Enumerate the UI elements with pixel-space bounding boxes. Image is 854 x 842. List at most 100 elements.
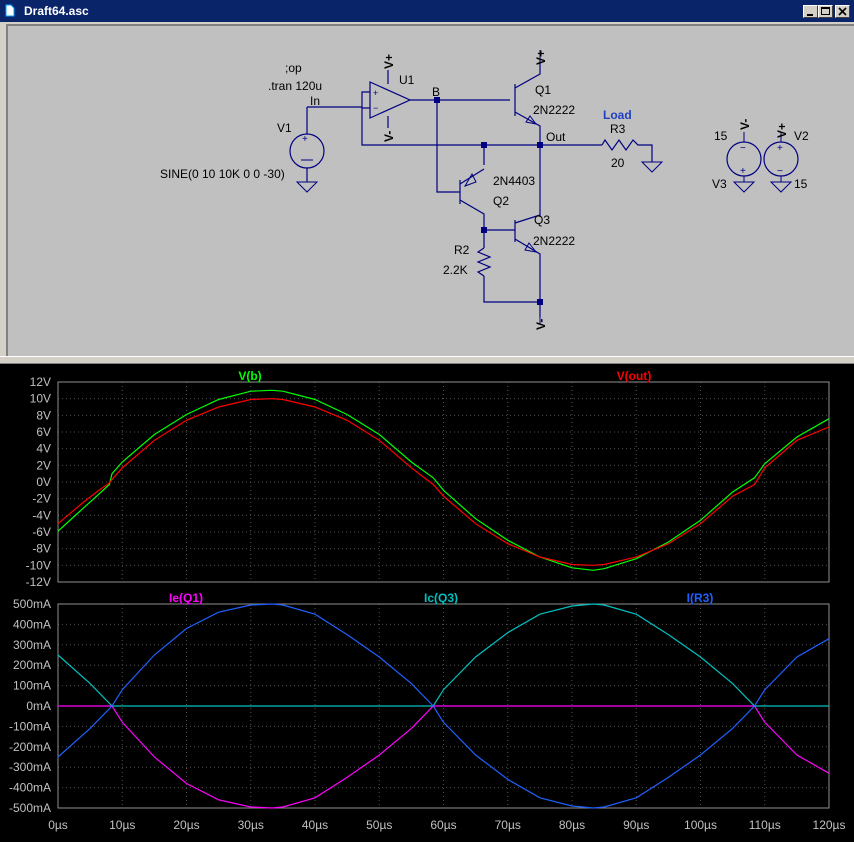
minimize-icon [807,14,813,16]
q1-vplus-label: V+ [534,50,548,65]
q3-vminus-label: V- [534,319,548,330]
y-tick-label: -8V [32,542,51,556]
opamp-vplus-label: V+ [382,54,396,69]
y-tick-label: 2V [36,458,51,472]
y-tick-label: 200mA [13,658,51,672]
minimize-button[interactable] [803,5,818,18]
plot-frame [57,381,830,583]
y-tick-label: 0mA [26,699,51,713]
y-tick-label: -400mA [9,781,51,795]
voltage-source-v1[interactable]: + [289,133,325,169]
x-tick-label: 40µs [302,818,328,832]
y-tick-label: -200mA [9,740,51,754]
pane-splitter[interactable] [0,356,854,364]
ground-icon [732,181,756,193]
x-tick-label: 0µs [48,818,68,832]
r2-name: R2 [454,243,470,257]
legend-label: Ie(Q1) [169,591,203,605]
y-tick-label: -300mA [9,760,51,774]
net-label-b: B [432,85,440,99]
y-tick-label: -12V [26,575,51,589]
y-tick-label: 6V [36,425,51,439]
x-tick-label: 120µs [813,818,846,832]
y-tick-label: 0V [36,475,51,489]
legend-label: I(R3) [687,591,714,605]
v1-name: V1 [277,121,292,135]
voltage-source-v2[interactable]: + − [763,132,799,193]
y-tick-label: -100mA [9,719,51,733]
window-title-bar[interactable]: Draft64.asc [0,0,854,22]
opamp-u1[interactable] [369,81,412,119]
q3-model: 2N2222 [533,234,575,248]
q1-model: 2N2222 [533,103,575,117]
q2-name: Q2 [493,194,509,208]
net-label-load: Load [603,108,632,122]
legend-label: V(b) [238,369,261,383]
waveform-canvas[interactable]: 12V 10V 8V 6V 4V 2V 0V -2V -4V -6V -8V -10V -12V V(b)… [0,364,854,842]
close-icon [838,7,847,16]
ground-icon [769,181,793,193]
x-tick-label: 50µs [366,818,392,832]
x-tick-label: 90µs [623,818,649,832]
x-tick-label: 60µs [430,818,456,832]
x-tick-label: 70µs [495,818,521,832]
svg-text:+: + [373,88,378,98]
y-tick-label: 100mA [13,679,51,693]
y-tick-label: -6V [32,525,51,539]
y-tick-label: -500mA [9,801,51,815]
maximize-button[interactable] [818,5,833,18]
y-tick-label: 8V [36,408,51,422]
y-tick-label: 300mA [13,638,51,652]
y-tick-label: 12V [30,375,51,389]
net-label-out: Out [546,130,566,144]
document-icon [5,4,15,17]
y-tick-label: -10V [26,558,51,572]
q3-name: Q3 [534,213,550,227]
u1-name: U1 [399,73,415,87]
y-tick-label: 400mA [13,617,51,631]
v3-value: 15 [714,129,728,143]
waveform-viewer[interactable]: 12V 10V 8V 6V 4V 2V 0V -2V -4V -6V -8V -10V -12V V(b)… [0,364,854,842]
op-directive[interactable]: ;op [285,61,302,75]
svg-text:+: + [302,134,308,145]
v1-value: SINE(0 10 10K 0 0 -30) [160,167,285,181]
series-line-vout [57,398,830,566]
transistor-q2[interactable] [463,172,477,187]
close-button[interactable] [835,5,850,18]
ground-icon [640,161,664,173]
q1-name: Q1 [535,83,551,97]
series-line-icq3 [57,603,829,707]
x-tick-label: 30µs [238,818,264,832]
svg-text:+: + [777,143,783,154]
series-line-ieq1 [58,705,830,809]
series-line-vb [57,389,830,571]
transistor-q1[interactable] [525,115,538,125]
q2-model: 2N4403 [493,174,535,188]
v2-value: 15 [794,177,808,191]
y-tick-label: 500mA [13,597,51,611]
x-tick-label: 20µs [173,818,199,832]
tran-directive[interactable]: .tran 120u [268,79,322,93]
legend-label: V(out) [617,369,652,383]
y-tick-label: -4V [32,508,51,522]
schematic-canvas[interactable]: + − + − + + − ;op [8,26,854,356]
r3-name: R3 [610,122,626,136]
ground-icon [295,181,319,193]
opamp-vminus-label: V- [382,131,396,142]
v2-name: V2 [794,129,809,143]
transistor-q3[interactable] [524,242,538,253]
x-tick-label: 10µs [109,818,135,832]
y-tick-label: -2V [32,492,51,506]
v2-vplus-label: V+ [775,123,789,138]
net-label-in: In [310,94,320,108]
svg-text:−: − [740,143,746,154]
voltage-source-v3[interactable]: − + [726,132,762,193]
y-tick-label: 4V [36,442,51,456]
window-title: Draft64.asc [24,4,89,18]
maximize-icon [821,7,830,15]
y-tick-label: 10V [30,392,51,406]
series-line-ir3 [57,603,830,809]
schematic-editor[interactable]: + − + − + + − ;op [6,24,854,356]
x-tick-label: 100µs [684,818,717,832]
svg-text:+: + [740,166,746,177]
